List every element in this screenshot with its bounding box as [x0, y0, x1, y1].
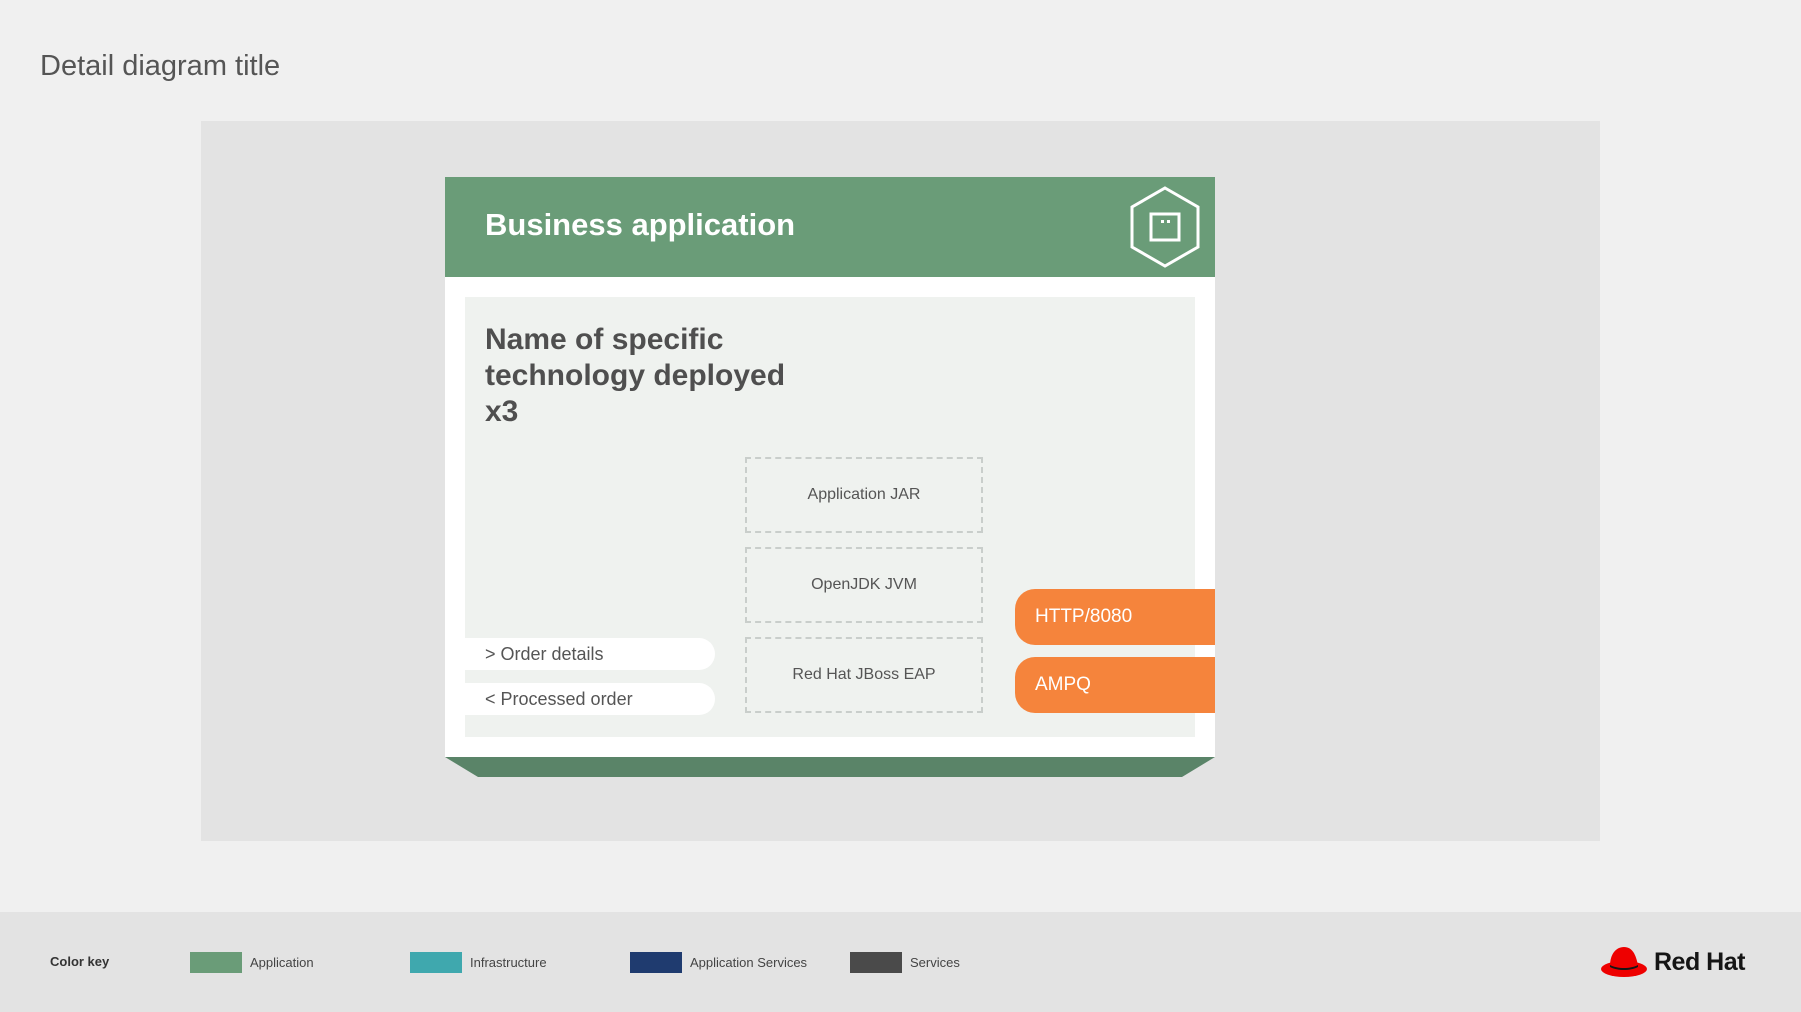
- stack-layer-jboss-eap: Red Hat JBoss EAP: [745, 637, 983, 713]
- technology-name-line: Name of specific: [485, 323, 724, 356]
- card-base: [445, 757, 1215, 777]
- business-application-card: Business application Name of specific te…: [445, 177, 1215, 757]
- color-swatch: [850, 951, 902, 973]
- color-key-application-services: Application Services: [630, 951, 807, 973]
- red-hat-fedora-icon: [1601, 947, 1647, 977]
- container-hexagon-icon: [1130, 186, 1200, 268]
- color-swatch: [630, 951, 682, 973]
- red-hat-logo: Red Hat: [1600, 942, 1745, 982]
- color-key-item-label: Application Services: [690, 954, 808, 970]
- technology-name: Name of specific technology deployed x3: [485, 322, 845, 430]
- color-key-item-label: Infrastructure: [470, 954, 547, 970]
- brand-name: Red Hat: [1654, 947, 1745, 976]
- color-swatch: [410, 951, 462, 973]
- message-processed-order: < Processed order: [465, 683, 715, 715]
- card-header: Business application: [445, 177, 1215, 277]
- color-key-item-label: Services: [910, 954, 960, 970]
- color-swatch: [190, 951, 242, 973]
- stack-layer-application-jar: Application JAR: [745, 457, 983, 533]
- stack-layer-openjdk-jvm: OpenJDK JVM: [745, 547, 983, 623]
- color-key-infrastructure: Infrastructure: [410, 951, 547, 973]
- footer: Color key Application Infrastructure App…: [0, 912, 1801, 1012]
- color-key-item-label: Application: [250, 954, 314, 970]
- color-key-label: Color key: [50, 954, 110, 969]
- technology-name-line: x3: [485, 395, 519, 428]
- page-title: Detail diagram title: [40, 50, 281, 82]
- technology-name-line: technology deployed: [485, 359, 786, 392]
- port-ampq: AMPQ: [1015, 657, 1215, 713]
- color-key-application: Application: [190, 951, 314, 973]
- card-title: Business application: [485, 207, 796, 242]
- message-order-details: > Order details: [465, 638, 715, 670]
- port-http-8080: HTTP/8080: [1015, 589, 1215, 645]
- color-key-services: Services: [850, 951, 960, 973]
